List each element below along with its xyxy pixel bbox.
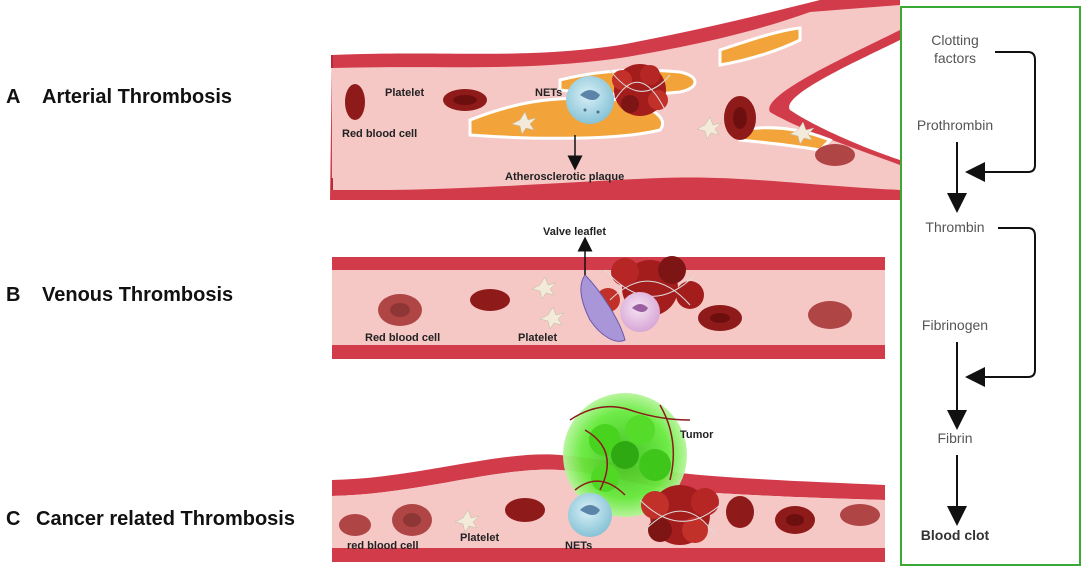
cancer-rbcs bbox=[339, 496, 880, 536]
panel-b-title-text: Venous Thrombosis bbox=[42, 284, 234, 306]
venous-thrombus bbox=[596, 256, 704, 332]
label-c-tumor: Tumor bbox=[680, 429, 714, 441]
venous-rbcs bbox=[378, 289, 852, 331]
arterial-platelets bbox=[511, 111, 815, 145]
cascade-step-prothrombin: Prothrombin bbox=[917, 117, 993, 133]
label-a-plaque: Atherosclerotic plaque bbox=[505, 171, 624, 183]
cascade-final-blood-clot: Blood clot bbox=[921, 527, 990, 543]
cascade-step-thrombin: Thrombin bbox=[925, 219, 984, 235]
label-c-rbc: red blood cell bbox=[347, 540, 419, 552]
panel-a-title-text: Arterial Thrombosis bbox=[42, 86, 233, 108]
cascade-box bbox=[900, 6, 1081, 566]
panel-a-title: A Arterial Thrombosis bbox=[6, 86, 232, 109]
panel-b-title: B Venous Thrombosis bbox=[6, 284, 233, 307]
label-c-platelet: Platelet bbox=[460, 532, 499, 544]
valve-leaflet bbox=[580, 274, 626, 342]
label-a-nets: NETs bbox=[535, 87, 562, 99]
label-b-rbc: Red blood cell bbox=[365, 332, 440, 344]
panel-c-title: C Cancer related Thrombosis bbox=[6, 508, 295, 531]
cascade-step-fibrinogen: Fibrinogen bbox=[922, 317, 988, 333]
cancer-nets-cell bbox=[568, 493, 612, 537]
label-b-valve: Valve leaflet bbox=[543, 226, 606, 238]
cancer-platelet bbox=[454, 509, 480, 533]
cascade-arrows bbox=[947, 51, 1036, 526]
label-a-rbc: Red blood cell bbox=[342, 128, 417, 140]
label-a-platelet: Platelet bbox=[385, 87, 424, 99]
arterial-rbcs bbox=[345, 84, 855, 166]
arterial-nets-cell bbox=[566, 76, 614, 124]
panel-c-letter: C bbox=[6, 508, 21, 530]
panel-a-letter: A bbox=[6, 86, 21, 108]
cascade-step-fibrin: Fibrin bbox=[937, 430, 972, 446]
cancer-tumor bbox=[563, 393, 691, 517]
arterial-thrombus bbox=[609, 64, 671, 116]
label-b-platelet: Platelet bbox=[518, 332, 557, 344]
label-c-nets: NETs bbox=[565, 540, 592, 552]
venous-platelets bbox=[531, 276, 565, 330]
panel-c-title-text: Cancer related Thrombosis bbox=[36, 508, 295, 530]
panel-b-letter: B bbox=[6, 284, 21, 306]
cancer-thrombus bbox=[639, 485, 721, 545]
